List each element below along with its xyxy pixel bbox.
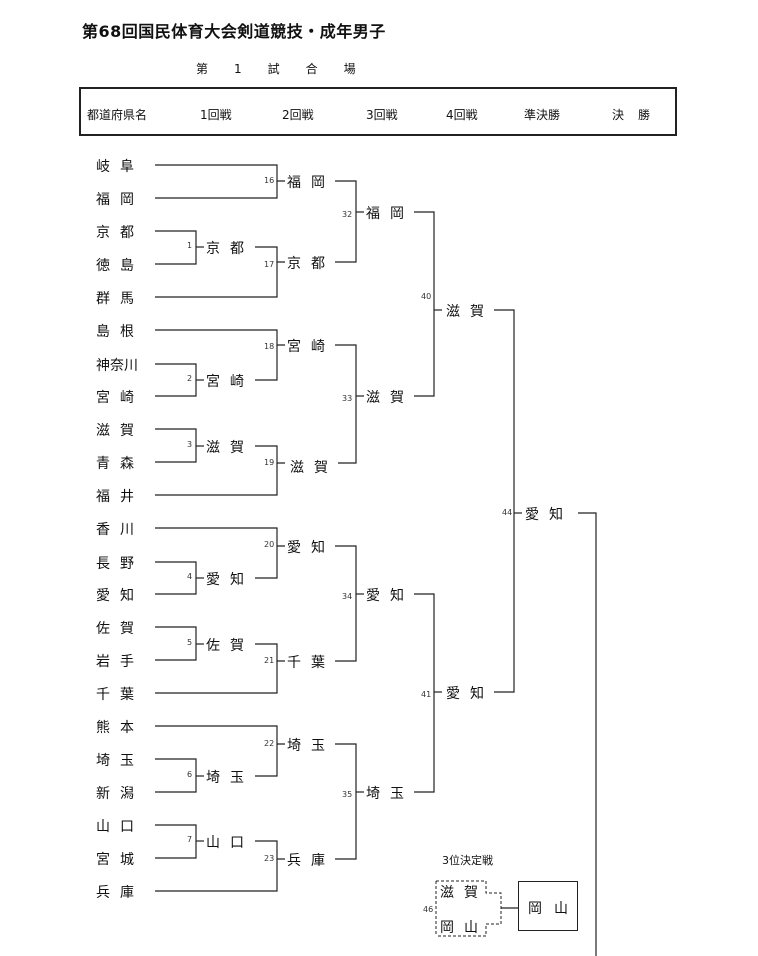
round2-winner: 愛知 — [287, 537, 335, 557]
round1-winner: 埼玉 — [206, 767, 254, 787]
team-kanagawa: 神奈川 — [96, 358, 138, 374]
page-title: 第68回国民体育大会剣道競技・成年男子 — [82, 22, 386, 41]
third-place-team-b: 岡山 — [440, 920, 488, 936]
header-round4: 4回戦 — [446, 108, 478, 122]
round2-winner: 京都 — [287, 253, 335, 273]
team-miyazaki: 宮崎 — [96, 390, 144, 406]
round3-winner: 埼玉 — [366, 783, 414, 803]
team-hyogo: 兵庫 — [96, 885, 144, 901]
round2-winner: 埼玉 — [287, 735, 335, 755]
match-number: 16 — [264, 176, 275, 185]
team-shiga: 滋賀 — [96, 423, 144, 439]
match-number: 46 — [423, 905, 434, 914]
match-number: 19 — [264, 458, 275, 467]
team-aomori: 青森 — [96, 456, 144, 472]
third-place-team-a: 滋賀 — [440, 885, 488, 901]
match-number: 35 — [342, 790, 353, 799]
team-fukui: 福井 — [96, 489, 144, 505]
round4-winner: 滋賀 — [446, 301, 494, 321]
court-label: 第 1 試 合 場 — [196, 62, 363, 76]
team-chiba: 千葉 — [96, 687, 144, 703]
match-number: 33 — [342, 394, 353, 403]
team-niigata: 新潟 — [96, 786, 144, 802]
header-round3: 3回戦 — [366, 108, 398, 122]
column-header-box — [79, 87, 677, 136]
round2-winner: 兵庫 — [287, 850, 335, 870]
match-number: 18 — [264, 342, 275, 351]
match-number: 6 — [187, 770, 193, 779]
header-final: 決勝 — [612, 108, 665, 122]
round3-winner: 愛知 — [366, 585, 414, 605]
match-number: 20 — [264, 540, 275, 549]
header-round1: 1回戦 — [200, 108, 232, 122]
match-number: 7 — [187, 835, 193, 844]
third-place-winner: 岡山 — [528, 901, 580, 917]
match-number: 3 — [187, 440, 193, 449]
header-round2: 2回戦 — [282, 108, 314, 122]
team-kumamoto: 熊本 — [96, 720, 144, 736]
match-number: 41 — [421, 690, 432, 699]
third-place-label: 3位決定戦 — [442, 854, 493, 867]
match-number: 1 — [187, 241, 193, 250]
team-kagawa: 香川 — [96, 522, 144, 538]
team-nagano: 長野 — [96, 556, 144, 572]
round2-winner: 千葉 — [287, 652, 335, 672]
team-saitama: 埼玉 — [96, 753, 144, 769]
round1-winner: 京都 — [206, 238, 254, 258]
round4-winner: 愛知 — [446, 683, 494, 703]
team-saga: 佐賀 — [96, 621, 144, 637]
semifinal-winner: 愛知 — [525, 504, 573, 524]
team-iwate: 岩手 — [96, 654, 144, 670]
third-place-result-box — [518, 881, 578, 931]
team-miyagi: 宮城 — [96, 852, 144, 868]
match-number: 5 — [187, 638, 193, 647]
round1-winner: 愛知 — [206, 569, 254, 589]
match-number: 44 — [502, 508, 513, 517]
round1-winner: 滋賀 — [206, 437, 254, 457]
round1-winner: 山口 — [206, 832, 254, 852]
match-number: 21 — [264, 656, 275, 665]
match-number: 23 — [264, 854, 275, 863]
round3-winner: 滋賀 — [366, 387, 414, 407]
match-number: 22 — [264, 739, 275, 748]
round2-winner: 宮崎 — [287, 336, 335, 356]
team-gifu: 岐阜 — [96, 159, 144, 175]
team-tokushima: 徳島 — [96, 258, 144, 274]
round1-winner: 佐賀 — [206, 635, 254, 655]
team-fukuoka: 福岡 — [96, 192, 144, 208]
match-number: 40 — [421, 292, 432, 301]
team-aichi: 愛知 — [96, 588, 144, 604]
match-number: 4 — [187, 572, 193, 581]
team-yamaguchi: 山口 — [96, 819, 144, 835]
match-number: 34 — [342, 592, 353, 601]
round3-winner: 福岡 — [366, 203, 414, 223]
match-number: 2 — [187, 374, 193, 383]
header-prefecture: 都道府県名 — [87, 108, 148, 122]
team-shimane: 島根 — [96, 324, 144, 340]
team-kyoto: 京都 — [96, 225, 144, 241]
team-gunma: 群馬 — [96, 291, 144, 307]
match-number: 17 — [264, 260, 275, 269]
header-semifinal: 準決勝 — [524, 108, 561, 122]
match-number: 32 — [342, 210, 353, 219]
round1-winner: 宮崎 — [206, 371, 254, 391]
round2-winner: 福岡 — [287, 172, 335, 192]
round2-winner: 滋賀 — [290, 457, 338, 477]
